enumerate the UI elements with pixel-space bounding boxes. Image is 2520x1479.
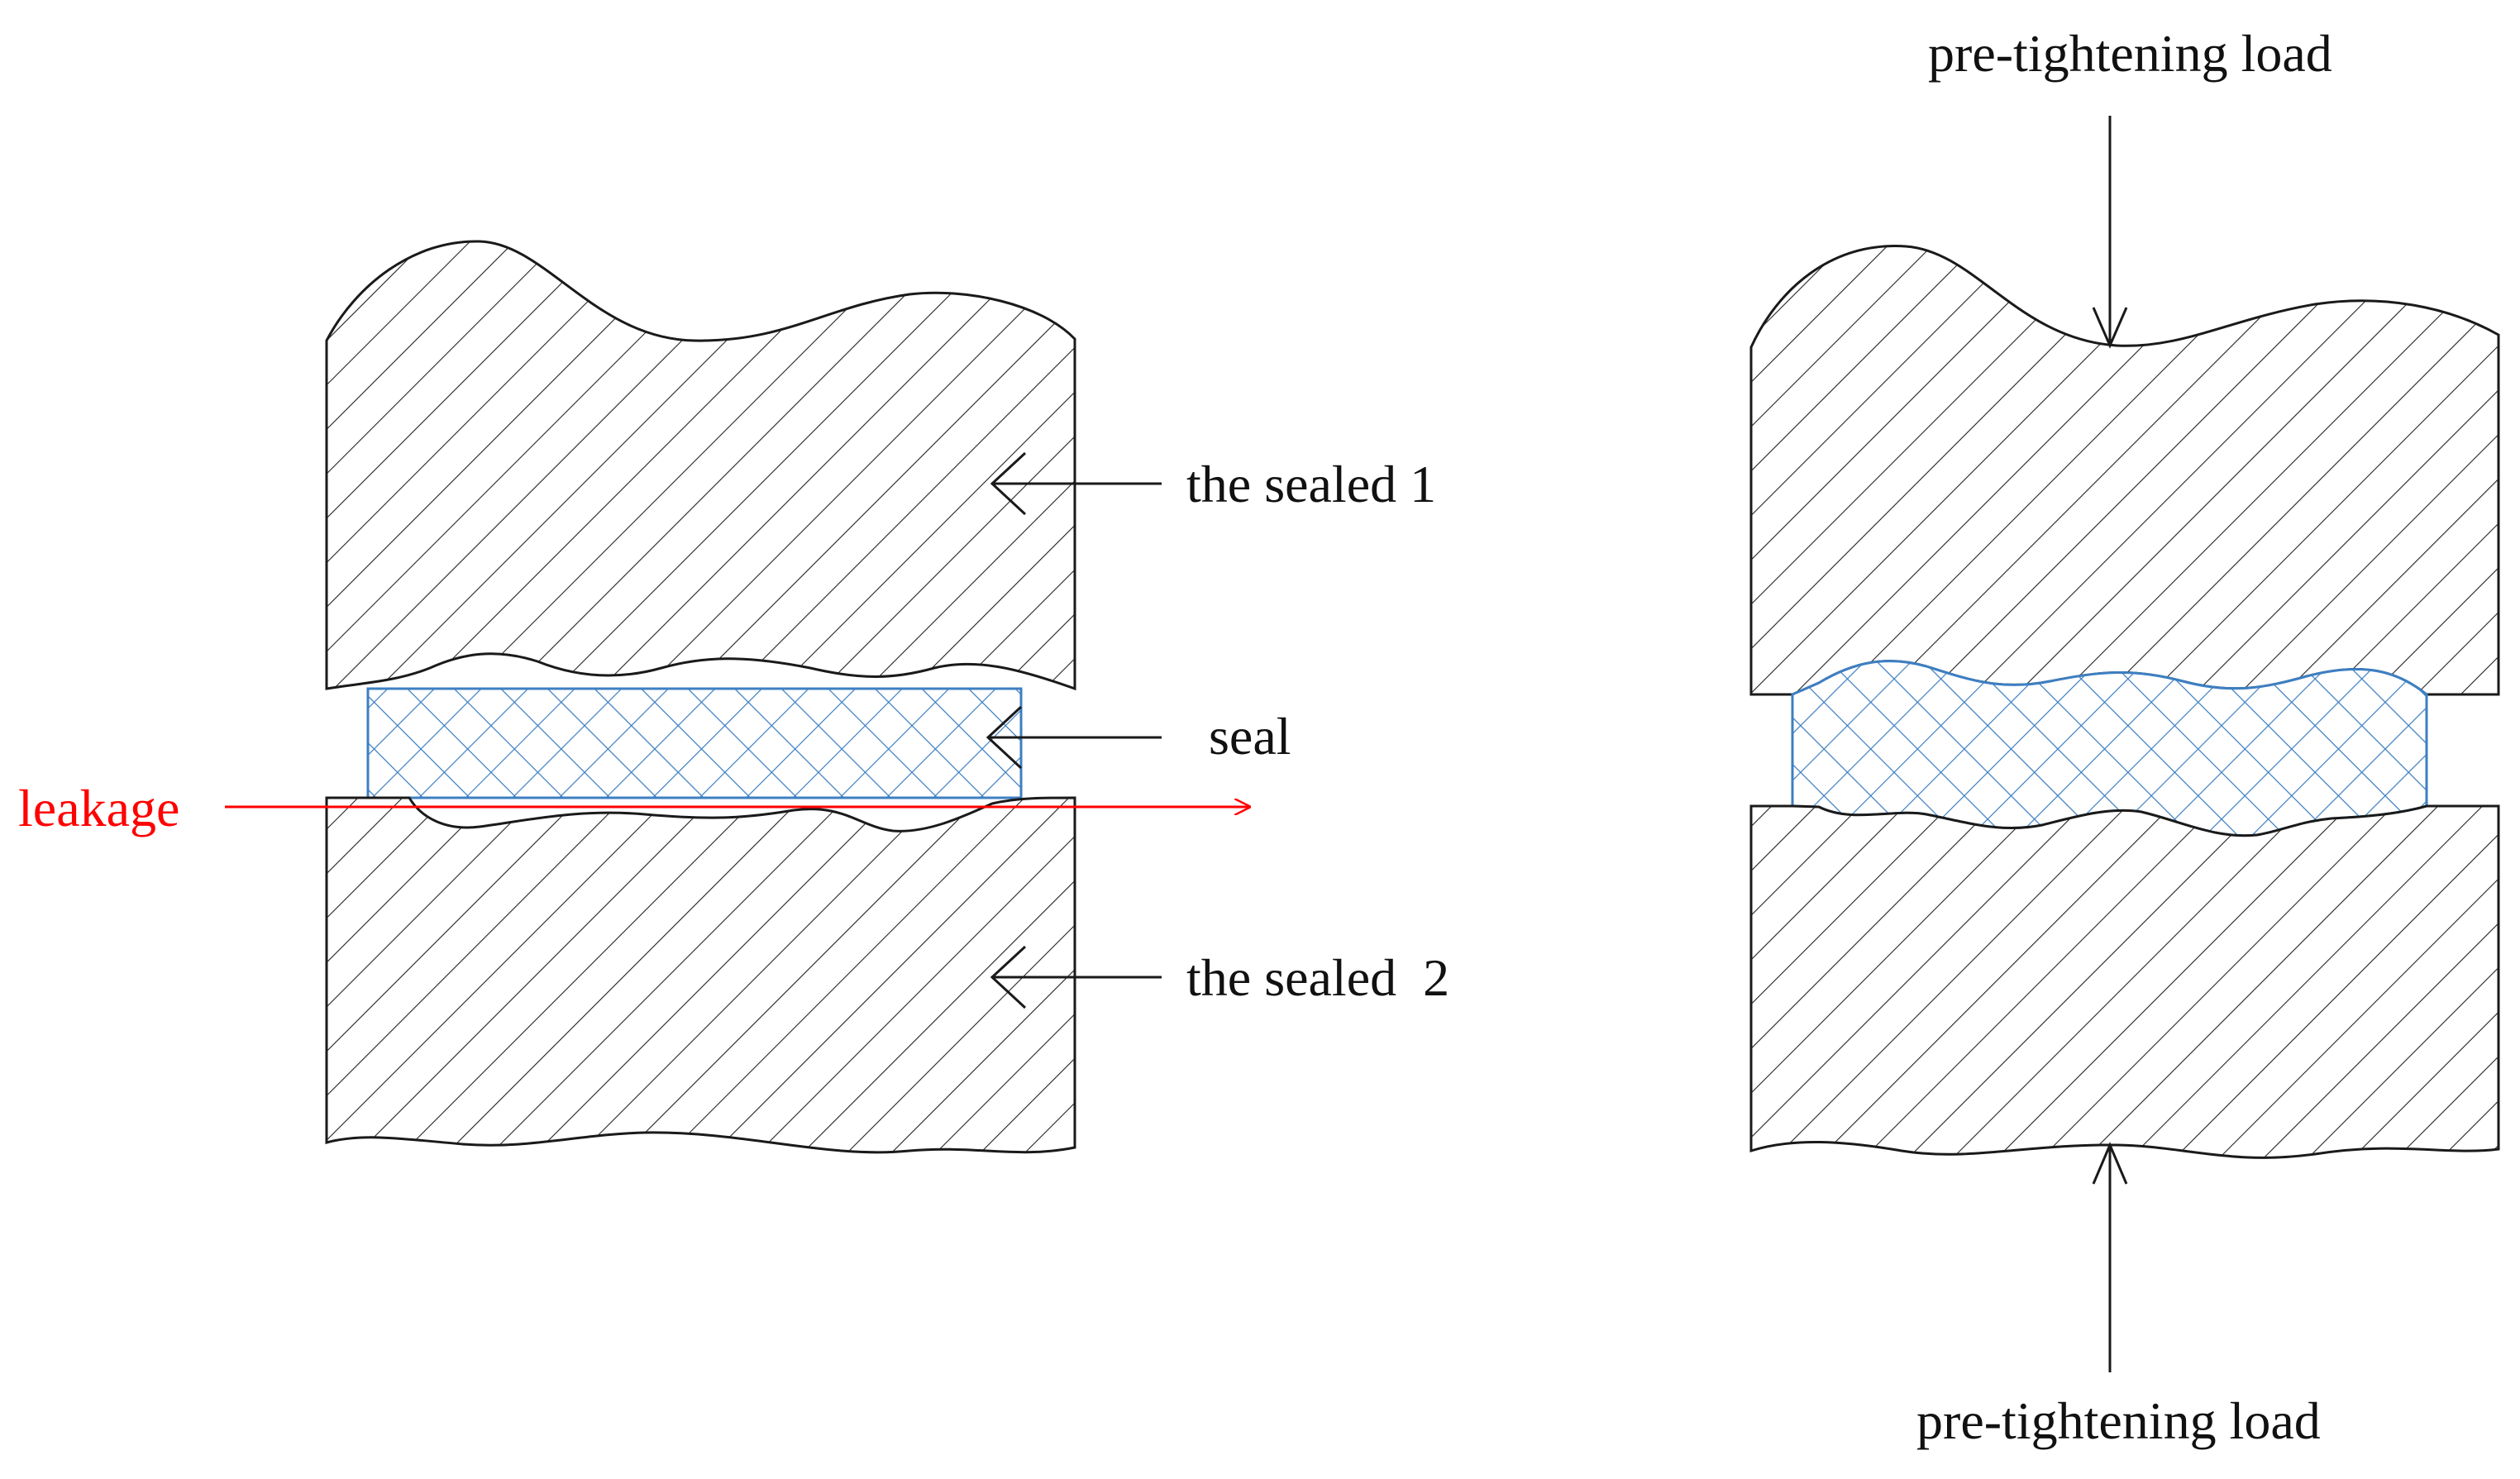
label-seal: seal <box>1209 707 1291 766</box>
label-sealed-1: the sealed 1 <box>1186 455 1436 513</box>
pointer-sealed-1 <box>990 451 1162 516</box>
leakage-label: leakage <box>18 779 179 837</box>
left-assembly: leakage the sealed 1 seal the sealed 2 <box>18 240 1449 1154</box>
label-sealed-2: the sealed 2 <box>1186 948 1449 1007</box>
pointer-seal <box>986 705 1162 770</box>
label-load-top: pre-tightening load <box>1928 24 2332 83</box>
pointer-sealed-2 <box>990 945 1162 1009</box>
seal-right <box>1791 660 2428 837</box>
sealed-part-2-right <box>1749 804 2500 1159</box>
sealed-part-2-left <box>325 796 1076 1154</box>
load-arrow-bottom <box>2092 1142 2128 1372</box>
label-load-bottom: pre-tightening load <box>1916 1391 2321 1450</box>
right-assembly: pre-tightening load pre-tightening load <box>1749 24 2500 1450</box>
sealed-part-1-left <box>325 240 1076 691</box>
load-arrow-top <box>2092 116 2128 349</box>
seal-left <box>366 687 1023 799</box>
